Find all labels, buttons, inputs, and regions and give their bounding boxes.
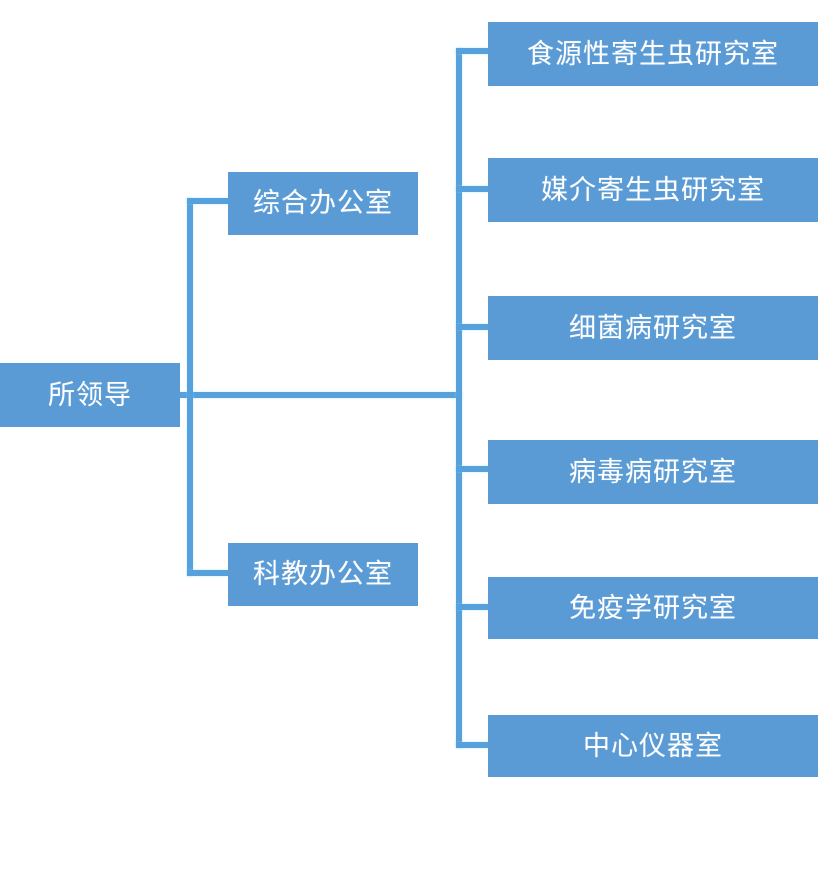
node-lab-5[interactable]: 免疫学研究室 — [488, 577, 818, 639]
node-office-1[interactable]: 综合办公室 — [228, 172, 418, 235]
node-root[interactable]: 所领导 — [0, 363, 180, 427]
node-lab-3-label: 细菌病研究室 — [569, 312, 737, 343]
connector-labs-trunk — [456, 48, 462, 748]
node-office-2-label: 科教办公室 — [253, 559, 393, 589]
connector-to-lab-2 — [456, 186, 492, 192]
connector-to-lab-5 — [456, 604, 492, 610]
node-lab-6[interactable]: 中心仪器室 — [488, 715, 818, 777]
node-lab-2[interactable]: 媒介寄生虫研究室 — [488, 158, 818, 222]
node-lab-6-label: 中心仪器室 — [583, 730, 723, 761]
node-lab-1[interactable]: 食源性寄生虫研究室 — [488, 22, 818, 86]
connector-to-office-2 — [187, 570, 232, 576]
connector-to-lab-6 — [456, 742, 492, 748]
node-lab-5-label: 免疫学研究室 — [569, 592, 737, 623]
connector-offices-trunk — [187, 198, 193, 576]
node-lab-2-label: 媒介寄生虫研究室 — [541, 174, 765, 205]
connector-to-lab-3 — [456, 324, 492, 330]
connector-to-lab-1 — [456, 48, 492, 54]
node-lab-4-label: 病毒病研究室 — [569, 456, 737, 487]
node-office-1-label: 综合办公室 — [253, 188, 393, 218]
node-root-label: 所领导 — [48, 379, 132, 410]
node-lab-4[interactable]: 病毒病研究室 — [488, 440, 818, 504]
node-lab-1-label: 食源性寄生虫研究室 — [527, 38, 779, 69]
node-office-2[interactable]: 科教办公室 — [228, 543, 418, 606]
connector-to-lab-4 — [456, 466, 492, 472]
node-lab-3[interactable]: 细菌病研究室 — [488, 296, 818, 360]
connector-to-office-1 — [187, 198, 232, 204]
connector-root-spine — [180, 392, 462, 398]
